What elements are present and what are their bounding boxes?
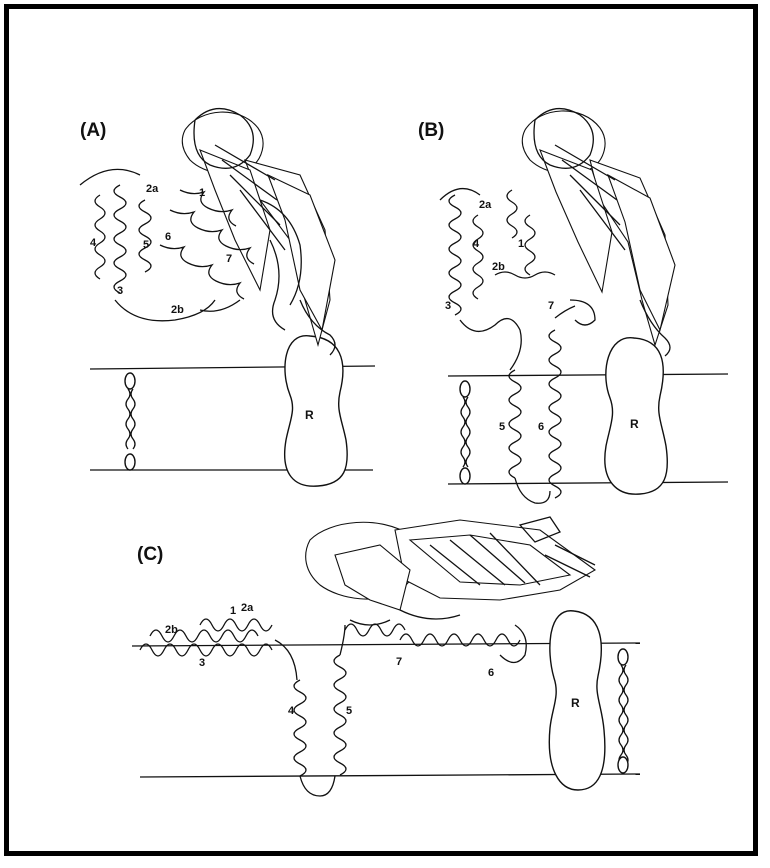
panel-b-beta-domain <box>522 109 675 356</box>
panel-c-helix-1: 1 <box>230 605 236 617</box>
panel-c-receptor-label: R <box>571 696 580 710</box>
panel-c-helix-7: 7 <box>396 656 402 668</box>
panel-b-helix-2a: 2a <box>479 199 492 211</box>
panel-c-helix-4: 4 <box>288 705 295 717</box>
panel-b-label: (B) <box>418 120 444 141</box>
panel-b-helix-bundle <box>440 189 595 504</box>
panel-b-helix-6: 6 <box>538 421 544 433</box>
panel-a-helix-1: 1 <box>199 187 205 199</box>
panel-a-helix-4: 4 <box>90 237 97 249</box>
panel-a-helix-6: 6 <box>165 231 171 243</box>
panel-b-helix-2b: 2b <box>492 261 505 273</box>
panel-c-label: (C) <box>137 544 163 565</box>
panel-a-label: (A) <box>80 120 106 141</box>
panel-c-helix-5: 5 <box>346 705 352 717</box>
panel-b-membrane-bottom <box>448 482 728 484</box>
panel-a: (A) R <box>80 109 375 487</box>
panel-b-receptor-label: R <box>630 417 639 431</box>
panel-a-receptor-label: R <box>305 408 314 422</box>
panel-a-lipid-icon <box>125 373 135 470</box>
panel-c-lipid-icon <box>618 649 628 773</box>
panel-a-helix-2a: 2a <box>146 183 159 195</box>
panel-a-helix-3: 3 <box>117 285 123 297</box>
panel-b: (B) R <box>418 109 728 504</box>
panel-a-receptor <box>285 336 348 486</box>
panel-c-helix-6: 6 <box>488 667 494 679</box>
panel-c-beta-domain <box>306 517 595 625</box>
panel-a-beta-domain <box>182 109 335 355</box>
panel-b-helix-3: 3 <box>445 300 451 312</box>
panel-b-lipid-icon <box>460 381 470 484</box>
panel-c-helix-3: 3 <box>199 657 205 669</box>
panel-c-helix-2a: 2a <box>241 602 254 614</box>
panel-b-membrane-top <box>448 374 728 376</box>
panel-b-helix-5: 5 <box>499 421 505 433</box>
panel-c-helix-2b: 2b <box>165 624 178 636</box>
panel-a-helix-7: 7 <box>226 253 232 265</box>
panel-b-receptor <box>605 338 667 494</box>
panel-b-helix-7: 7 <box>548 300 554 312</box>
panel-a-helix-2b: 2b <box>171 304 184 316</box>
panel-b-helix-1: 1 <box>518 238 524 250</box>
panel-c: (C) R <box>132 517 640 796</box>
panel-a-helix-5: 5 <box>143 239 149 251</box>
panel-b-helix-4: 4 <box>473 238 480 250</box>
